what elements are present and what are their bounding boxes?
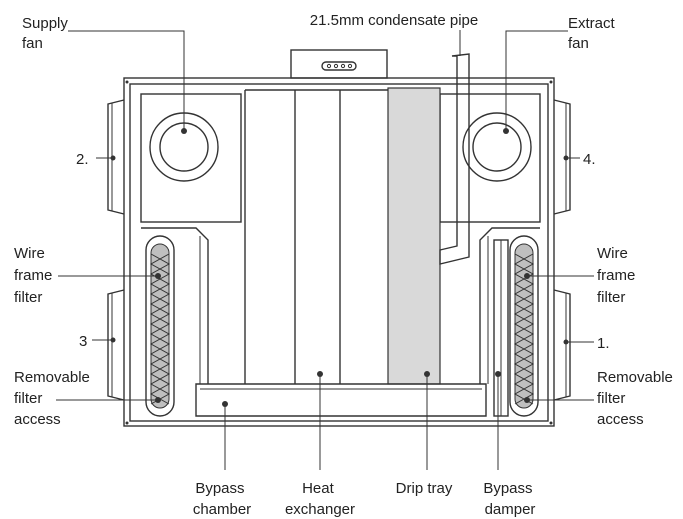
spigot-port-1 bbox=[553, 289, 571, 401]
spigot-port-2 bbox=[107, 99, 125, 215]
extract-fan-housing bbox=[439, 93, 541, 223]
leader-lines bbox=[56, 30, 594, 470]
right-wire-frame-filter bbox=[509, 235, 539, 417]
bypass-chamber bbox=[195, 383, 487, 417]
spigot-port-3 bbox=[107, 289, 125, 401]
left-filter-compartment bbox=[141, 227, 209, 384]
label-filter-access-right: Removable filter access bbox=[597, 369, 677, 428]
label-wire-frame-filter-left: Wire frame filter bbox=[14, 245, 57, 306]
label-port-3: 3 bbox=[79, 333, 87, 350]
condensate-pipe bbox=[439, 53, 470, 265]
left-wire-frame-filter bbox=[145, 235, 175, 417]
label-port-2: 2. bbox=[76, 151, 89, 168]
unit-casing bbox=[123, 49, 555, 427]
right-filter-compartment bbox=[479, 227, 540, 384]
supply-fan-housing bbox=[140, 93, 242, 223]
label-wire-frame-filter-right: Wire frame filter bbox=[597, 245, 640, 306]
label-drip-tray: Drip tray bbox=[396, 480, 453, 497]
label-heat-exchanger: Heat exchanger bbox=[285, 480, 355, 518]
bypass-damper bbox=[493, 239, 509, 417]
label-bypass-damper: Bypass damper bbox=[483, 480, 536, 518]
label-filter-access-left: Removable filter access bbox=[14, 369, 94, 428]
label-port-1: 1. bbox=[597, 335, 610, 352]
label-extract-fan: Extract fan bbox=[568, 15, 619, 52]
label-supply-fan: Supply fan bbox=[22, 15, 72, 52]
label-bypass-chamber: Bypass chamber bbox=[193, 480, 251, 518]
label-condensate-pipe: 21.5mm condensate pipe bbox=[310, 12, 478, 29]
drip-tray bbox=[387, 87, 441, 385]
label-port-4: 4. bbox=[583, 151, 596, 168]
